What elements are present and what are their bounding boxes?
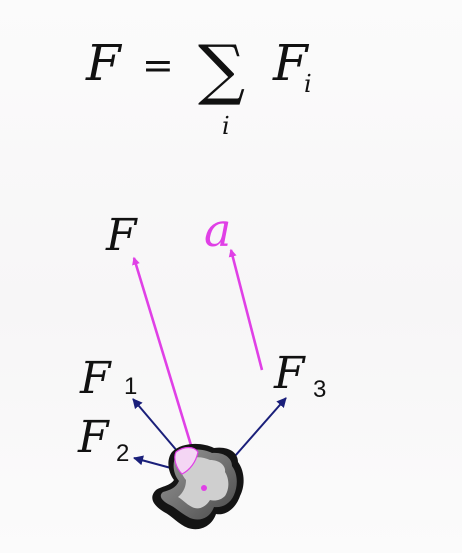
newton-formula: F = ∑ i F i [85, 31, 312, 140]
force-2-label-sub: 2 [116, 440, 129, 467]
body-highlight [174, 446, 199, 475]
force-labels: F a F 1 F 2 F 3 [77, 203, 326, 467]
formula-rhs-subscript: i [304, 70, 312, 98]
force-3-arrow [227, 397, 287, 465]
force-3-label-sub: 3 [313, 376, 326, 403]
acceleration-arrow [228, 248, 264, 371]
formula-rhs-base: F [272, 34, 310, 92]
body-inner-shape [178, 457, 229, 509]
formula-sum-symbol: ∑ [198, 31, 245, 108]
force-1-label-sub: 1 [124, 373, 137, 400]
rigid-body [152, 443, 244, 530]
force-1-arrow [132, 398, 179, 453]
resultant-force-label: F [105, 210, 138, 261]
center-of-mass-dot [201, 485, 207, 491]
acceleration-label: a [204, 203, 231, 257]
force-2-label-base: F [77, 412, 110, 463]
formula-equals: = [142, 43, 174, 87]
force-1-label-base: F [79, 353, 112, 404]
formula-sum-index: i [222, 112, 230, 140]
force-3-label-base: F [273, 348, 306, 399]
formula-lhs: F [85, 34, 123, 92]
